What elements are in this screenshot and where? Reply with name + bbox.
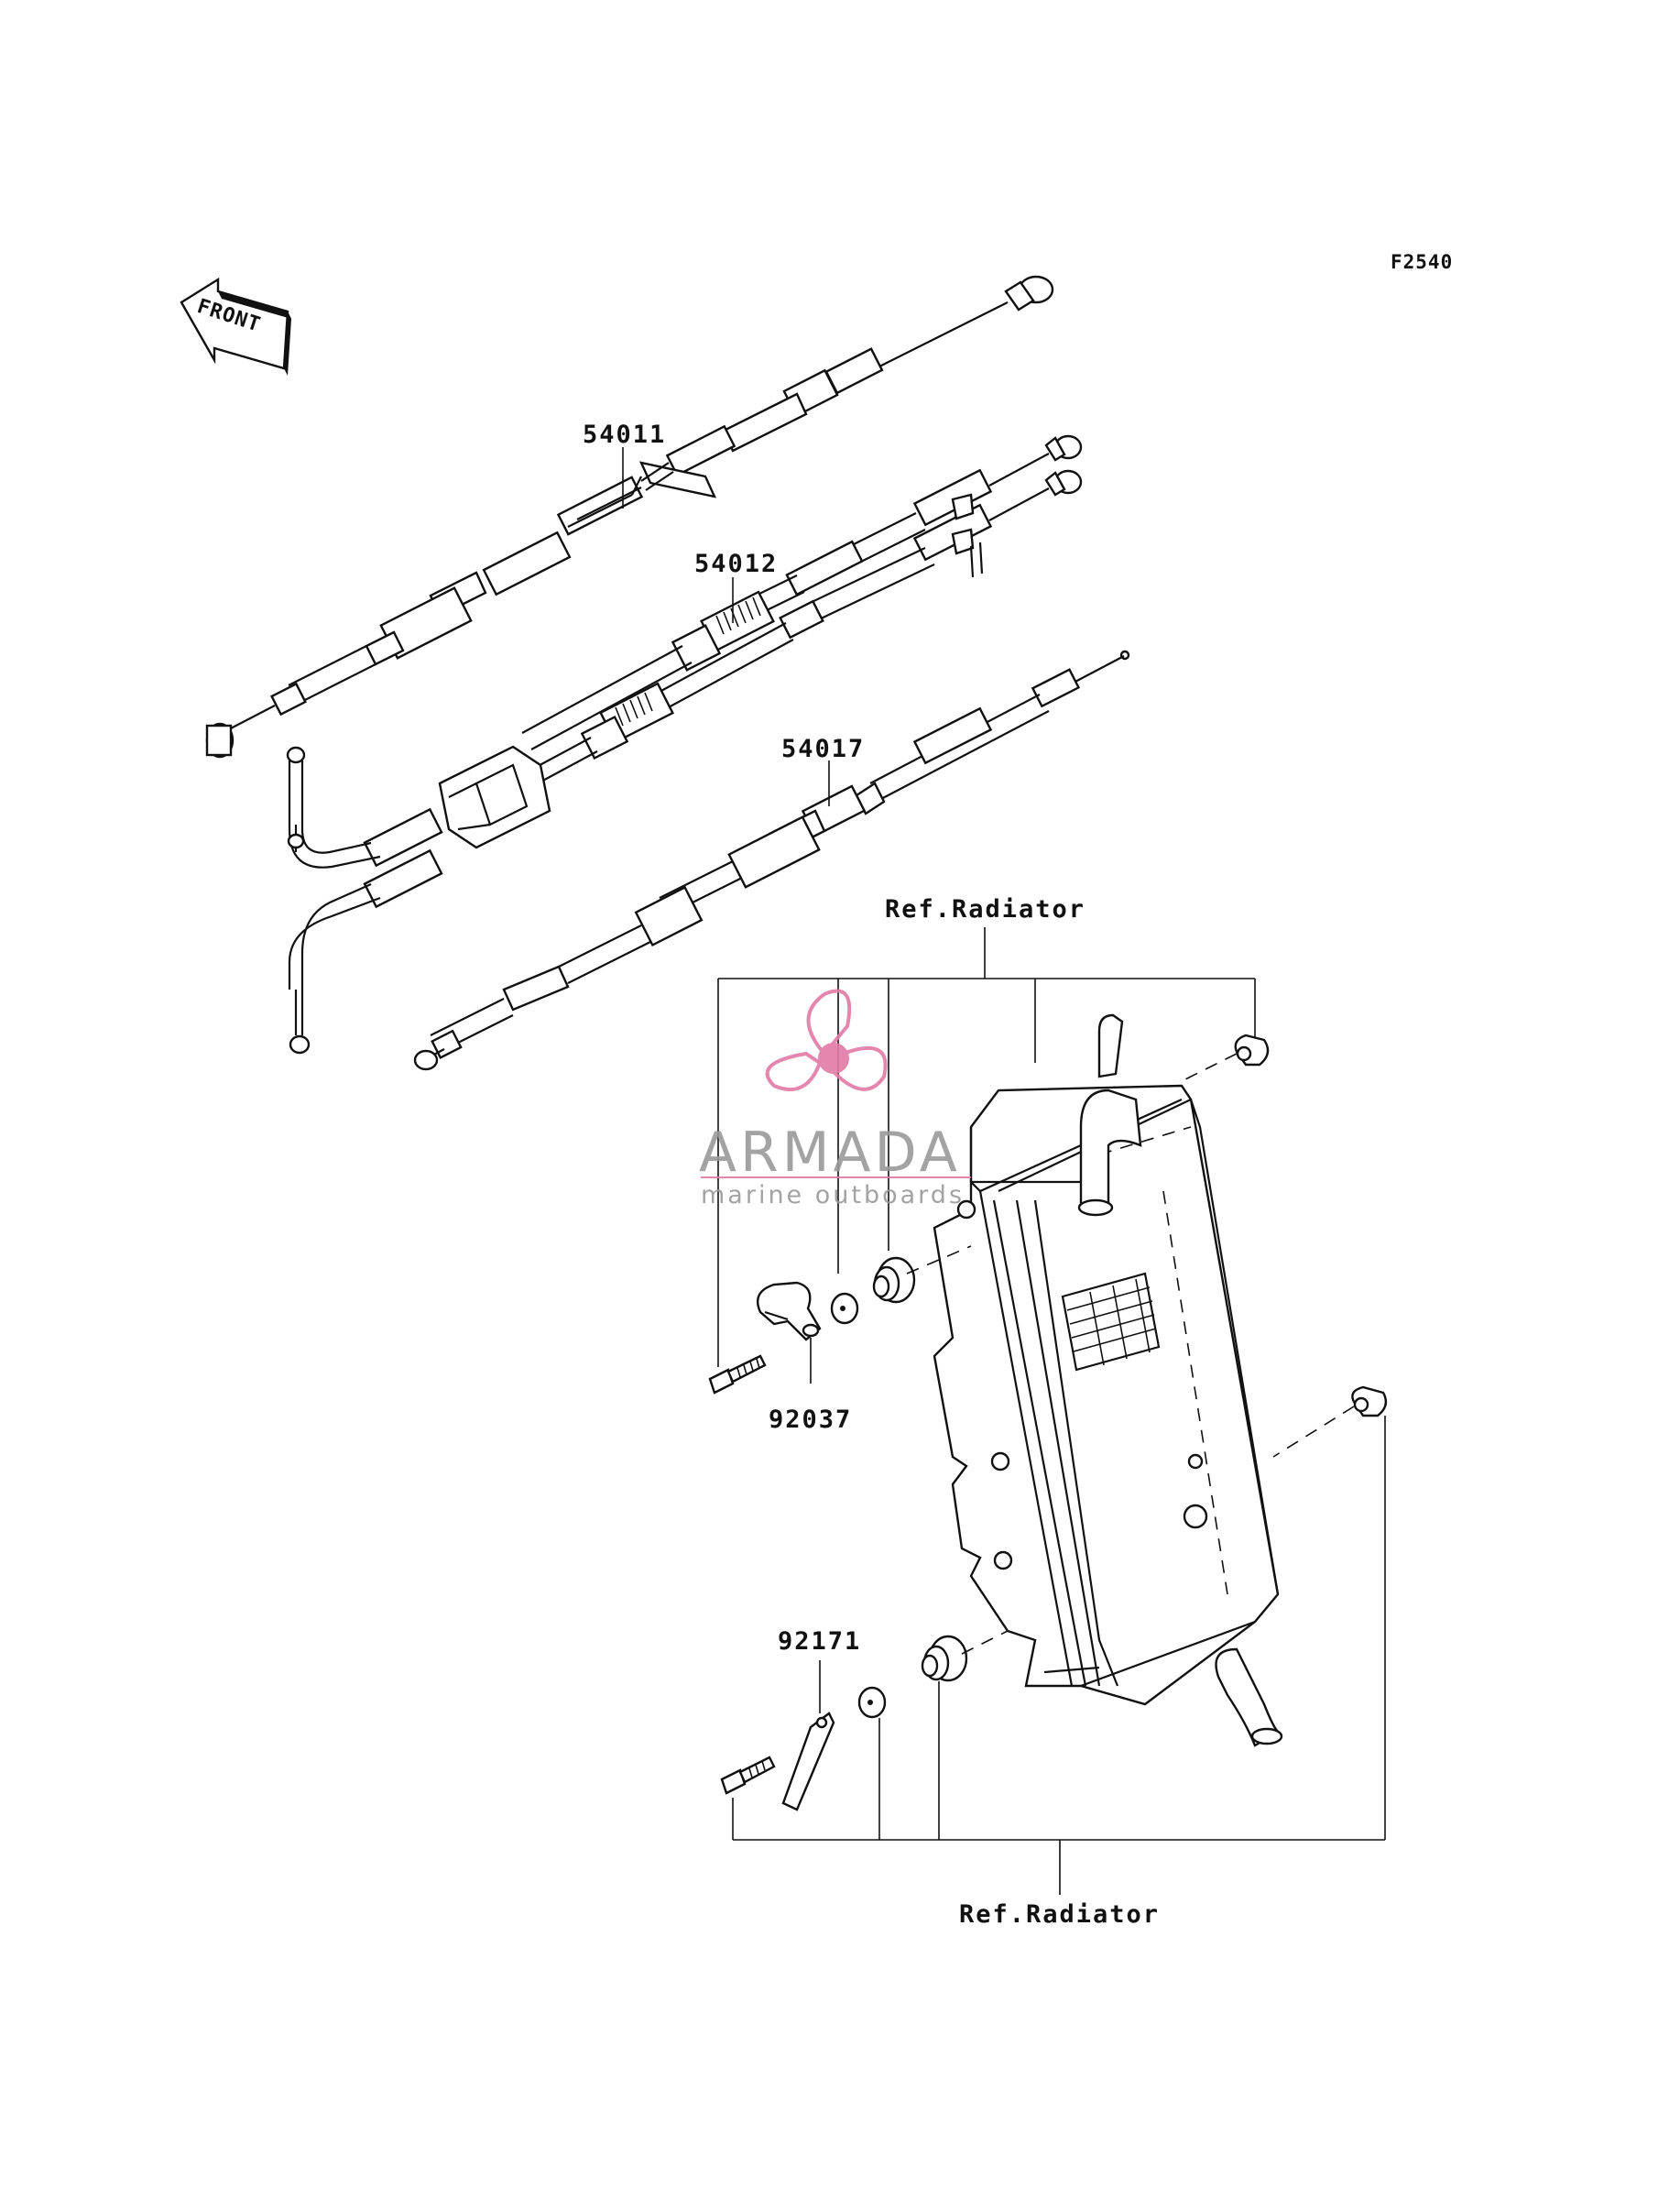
watermark-brand: ARMADA [699,1121,961,1185]
figure-code: F2540 [1391,251,1453,273]
cable-54011 [205,275,1054,759]
watermark-tagline: marine outboards [701,1181,965,1209]
label-92171: 92171 [778,1627,861,1656]
grommet-upper [872,1245,972,1304]
bolt-lower [720,1756,776,1795]
armada-logo: ARMADA marine outboards [699,989,971,1209]
washer-lower [857,1686,887,1719]
label-54012: 54012 [694,550,778,578]
propeller-icon [765,989,888,1091]
ref-radiator-bottom: Ref.Radiator [959,1900,1160,1929]
ref-radiator-bottom-bracket [732,1416,1386,1895]
cable-54017 [413,650,1130,1071]
grommet-bolt-bottom-right [1272,1385,1388,1458]
front-arrow-icon: FRONT [180,277,291,376]
label-54011: 54011 [583,421,666,449]
cable-54012 [286,434,1083,1055]
clamp-92037 [756,1281,822,1341]
label-92037: 92037 [769,1406,852,1434]
grommet-lower [921,1630,1009,1682]
washer-upper [830,1292,859,1325]
ref-radiator-top-bracket [717,927,1256,1367]
bracket-92171 [781,1712,835,1811]
grommet-bolt-top-right [1181,1034,1270,1082]
radiator [933,1013,1283,1747]
bolt-upper [708,1354,767,1395]
ref-radiator-top: Ref.Radiator [885,895,1085,924]
radiator-grille [1061,1272,1161,1372]
label-54017: 54017 [781,735,865,763]
